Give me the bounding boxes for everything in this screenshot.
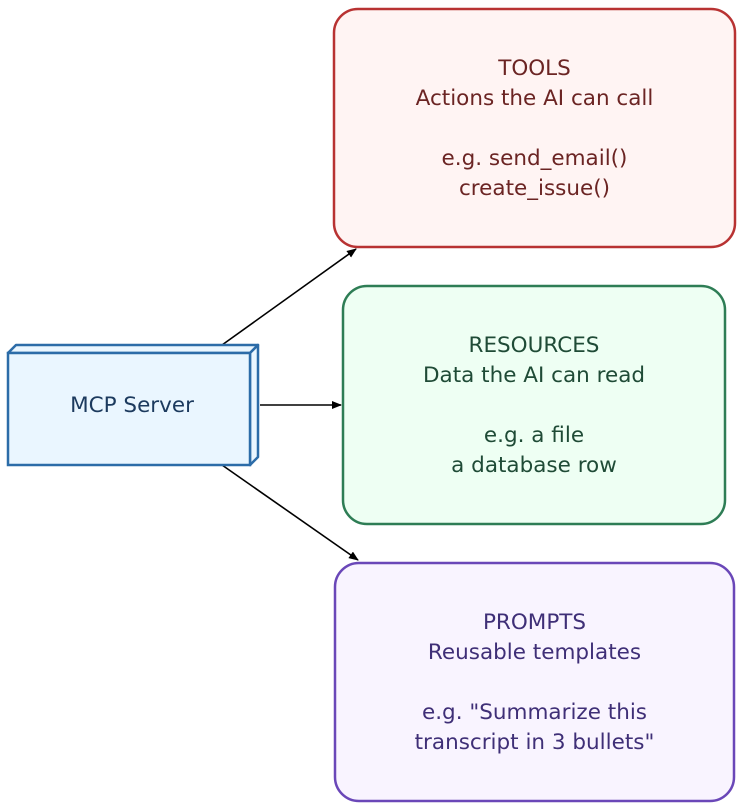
prompts-text: PROMPTS Reusable templates e.g. "Summarize… xyxy=(415,610,655,755)
resources-box xyxy=(341,284,727,526)
resources-node: RESOURCES Data the AI can read e.g. a file… xyxy=(341,284,727,526)
resources-line: RESOURCES xyxy=(469,333,600,358)
tools-line: create_issue() xyxy=(459,176,610,201)
prompts-line: transcript in 3 bullets" xyxy=(415,730,655,755)
prompts-line: PROMPTS xyxy=(483,610,586,635)
resources-line: a database row xyxy=(451,453,617,478)
resources-line: Data the AI can read xyxy=(423,363,645,388)
prompts-line: Reusable templates xyxy=(428,640,641,665)
prompts-line: e.g. "Summarize this xyxy=(422,700,647,725)
tools-node: TOOLS Actions the AI can call e.g. send_em… xyxy=(332,7,737,249)
tools-line: Actions the AI can call xyxy=(416,86,654,111)
tools-box xyxy=(332,7,737,249)
prompts-node: PROMPTS Reusable templates e.g. "Summarize… xyxy=(333,561,736,803)
tools-line: TOOLS xyxy=(497,56,571,81)
server-box-front xyxy=(6,351,252,467)
tools-line: e.g. send_email() xyxy=(442,146,628,171)
resources-text: RESOURCES Data the AI can read e.g. a file… xyxy=(423,333,645,478)
edges xyxy=(221,248,359,561)
resources-line: e.g. a file xyxy=(484,423,584,448)
server-label: MCP Server xyxy=(70,393,194,418)
edge-server-to-tools xyxy=(221,248,357,346)
server-node: MCP Server xyxy=(6,343,260,467)
edge-server-to-prompts xyxy=(221,464,359,561)
tools-text: TOOLS Actions the AI can call e.g. send_em… xyxy=(416,56,654,201)
prompts-box xyxy=(333,561,736,803)
